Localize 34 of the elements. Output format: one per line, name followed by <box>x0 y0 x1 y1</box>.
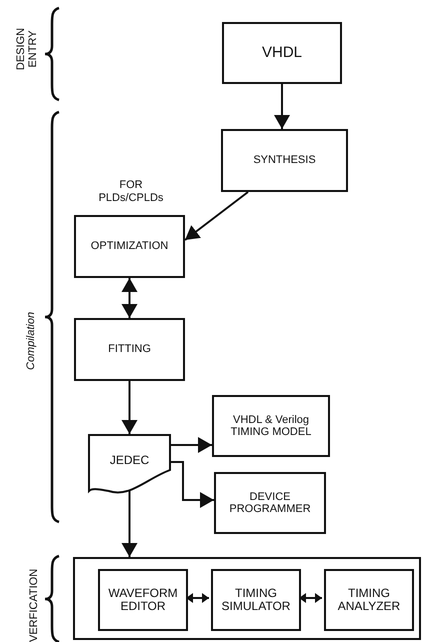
box-label: OPTIMIZATION <box>90 240 168 253</box>
group-box <box>73 557 421 640</box>
arrow <box>184 191 249 241</box>
process-box <box>74 215 185 278</box>
arrow <box>274 84 290 129</box>
box-label: WAVEFORM EDITOR <box>107 586 179 614</box>
arrow <box>171 437 212 453</box>
box-label: SYNTHESIS <box>253 154 316 167</box>
process-box <box>214 472 326 534</box>
process-box <box>222 22 342 84</box>
tool-box <box>98 569 188 631</box>
box-label: DEVICE PROGRAMMER <box>228 490 312 516</box>
box-label: VHDL & Verilog TIMING MODEL <box>230 414 312 438</box>
arrow <box>186 593 209 603</box>
process-box <box>212 395 330 457</box>
box-label: JEDEC <box>110 454 150 468</box>
process-box <box>221 129 348 192</box>
process-box <box>74 318 185 381</box>
arrow <box>122 381 138 434</box>
arrow <box>122 278 138 318</box>
arrow <box>171 461 214 508</box>
box-label: FITTING <box>108 343 151 356</box>
tool-box <box>211 569 301 631</box>
box-label: TIMING ANALYZER <box>336 586 402 614</box>
box-label: TIMING SIMULATOR <box>220 586 292 614</box>
document-shape <box>88 434 171 494</box>
tool-box <box>324 569 414 631</box>
arrow <box>299 593 322 603</box>
stage-label: VERFICATION <box>28 568 40 642</box>
stage-label: Compilation <box>25 312 38 370</box>
arrow <box>122 491 138 557</box>
note-text: FOR PLDs/CPLDs <box>98 179 164 204</box>
stage-label: DESIGN ENTRY <box>15 26 40 72</box>
box-label: VHDL <box>262 44 302 62</box>
